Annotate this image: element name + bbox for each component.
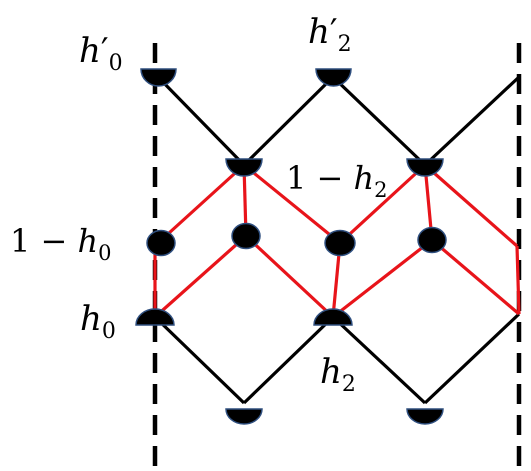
red-edge <box>515 245 521 315</box>
half-node-h0 <box>135 308 175 326</box>
black-edge <box>242 75 335 167</box>
upward-half-nodes <box>135 308 353 326</box>
half-node-bottom-left <box>225 408 263 425</box>
half-node-mid-left <box>225 158 263 177</box>
circle-node-3 <box>324 229 356 257</box>
label-h-prime-0: h′0 <box>79 31 123 76</box>
half-node-top-left <box>140 68 177 87</box>
half-circle-nodes <box>140 68 444 425</box>
black-edges <box>153 75 521 405</box>
circle-node-2 <box>231 222 261 250</box>
label-h2: h2 <box>320 352 356 397</box>
half-node-top-middle <box>315 68 352 87</box>
half-node-h2-top <box>313 308 353 326</box>
circle-node-4 <box>417 226 447 254</box>
red-edge <box>332 238 433 319</box>
red-edge <box>242 163 342 245</box>
black-edge <box>156 75 246 167</box>
label-h0: h0 <box>80 299 116 344</box>
red-edge <box>153 234 248 319</box>
red-edge <box>244 234 335 319</box>
red-edges <box>153 163 521 319</box>
red-edge <box>423 163 519 248</box>
label-1-minus-h2: 1 − h2 <box>286 159 388 202</box>
red-edge <box>156 163 246 245</box>
circle-node-1-minus-h0 <box>146 229 176 257</box>
half-node-mid-right <box>406 158 444 177</box>
full-circle-nodes <box>146 222 447 257</box>
black-edge <box>423 75 521 167</box>
half-node-bottom-right <box>406 408 444 425</box>
black-edge <box>331 315 427 405</box>
black-edge <box>331 75 427 167</box>
black-edge <box>153 315 246 405</box>
label-1-minus-h0: 1 − h0 <box>10 222 112 265</box>
black-edge <box>242 315 335 405</box>
label-h-prime-2: h′2 <box>308 12 352 57</box>
red-edge <box>338 163 427 245</box>
black-edge <box>423 312 521 405</box>
red-edge <box>430 238 521 316</box>
